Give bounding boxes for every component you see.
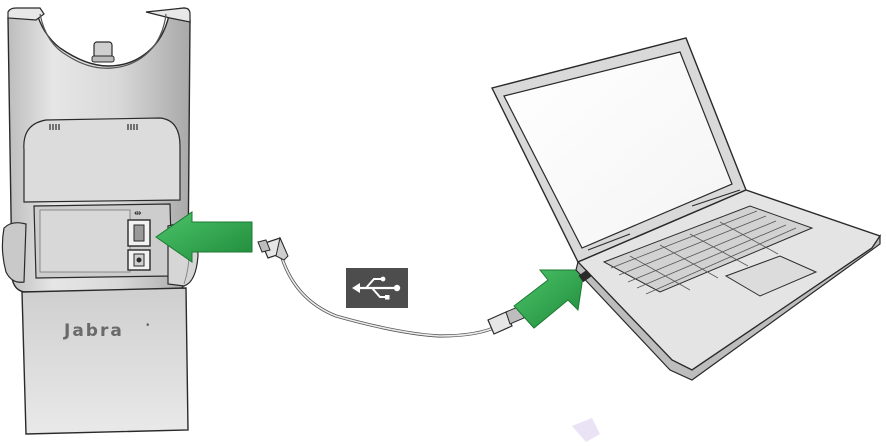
arrow-to-laptop-port [514, 270, 584, 328]
watermark-mark [572, 418, 600, 442]
base-foot [22, 288, 188, 434]
cable-connector-base-end [258, 238, 288, 260]
headset-base-station: ⇹ Jabra • [2, 8, 198, 434]
svg-text:⇹: ⇹ [134, 209, 142, 219]
usb-symbol-badge [346, 268, 408, 308]
hinge-panel [24, 118, 180, 202]
base-power-port [128, 250, 150, 270]
brand-logo: Jabra [63, 321, 124, 341]
cradle-left-ear [8, 8, 44, 20]
laptop [492, 38, 880, 380]
base-left-wheel [2, 223, 26, 283]
brand-logo-mark: • [146, 320, 150, 331]
